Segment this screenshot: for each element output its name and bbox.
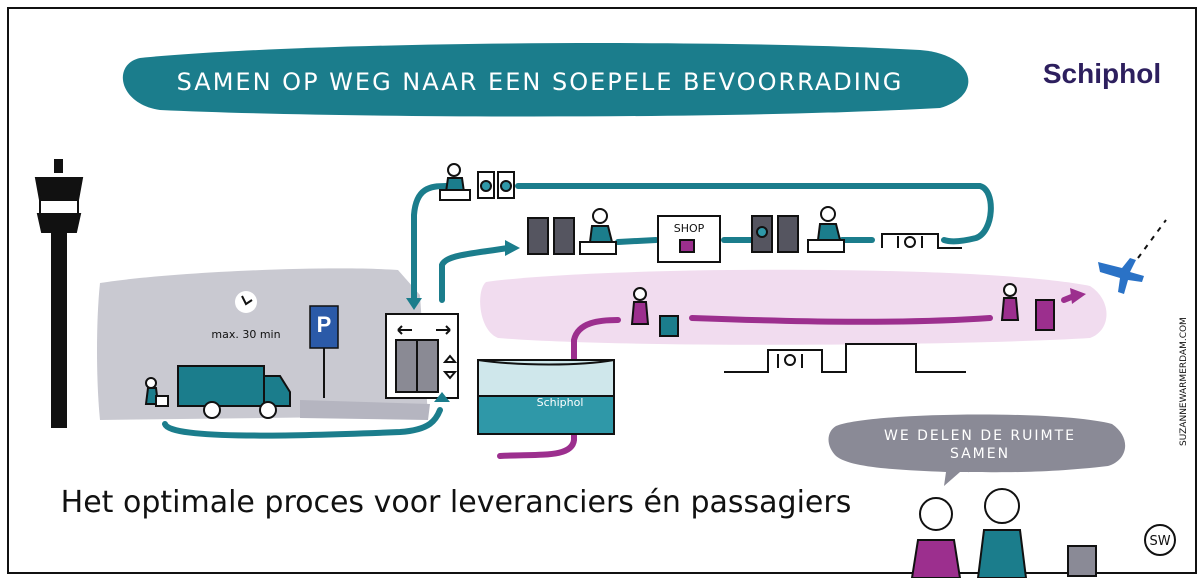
delivery-route (162, 182, 994, 439)
schiphol-logo: Schiphol (1043, 58, 1161, 89)
shop-label: SHOP (674, 222, 705, 235)
title-text: SAMEN OP WEG NAAR EEN SOEPELE BEVOORRADI… (177, 68, 904, 96)
cart-row-middle (527, 206, 845, 255)
terminal-sign: Schiphol (537, 396, 584, 409)
frame-border (7, 7, 1197, 574)
worker-icon (144, 377, 169, 407)
parking-letter: P (317, 312, 332, 337)
signature-text: SW (1149, 534, 1170, 549)
airplane-icon (1098, 219, 1167, 294)
speech-line-2: SAMEN (950, 446, 1010, 462)
terminal-building: Schiphol (477, 359, 615, 435)
signature-mark: SW (1144, 524, 1176, 556)
shop-icon: SHOP (657, 215, 721, 263)
clock-icon (235, 291, 257, 313)
restaurant-icon-bottom (724, 343, 966, 373)
people-icon (910, 488, 1097, 578)
passenger-icon (630, 283, 1055, 337)
truck-icon (177, 365, 291, 419)
credit: SUZANNEWARMERDAM.COM (1179, 317, 1189, 446)
restaurant-icon (881, 233, 962, 249)
cart-row-top (439, 163, 515, 201)
caption: Het optimale proces voor leveranciers én… (61, 485, 852, 520)
speech-bubble: WE DELEN DE RUIMTE SAMEN (828, 414, 1126, 486)
title-banner: SAMEN OP WEG NAAR EEN SOEPELE BEVOORRADI… (122, 43, 969, 117)
elevator-icon (385, 313, 459, 399)
parking-sign-icon: P (309, 305, 339, 398)
airport-tower-icon (34, 159, 84, 428)
speech-line-1: WE DELEN DE RUIMTE (884, 428, 1076, 444)
time-limit-label: max. 30 min (211, 328, 280, 341)
